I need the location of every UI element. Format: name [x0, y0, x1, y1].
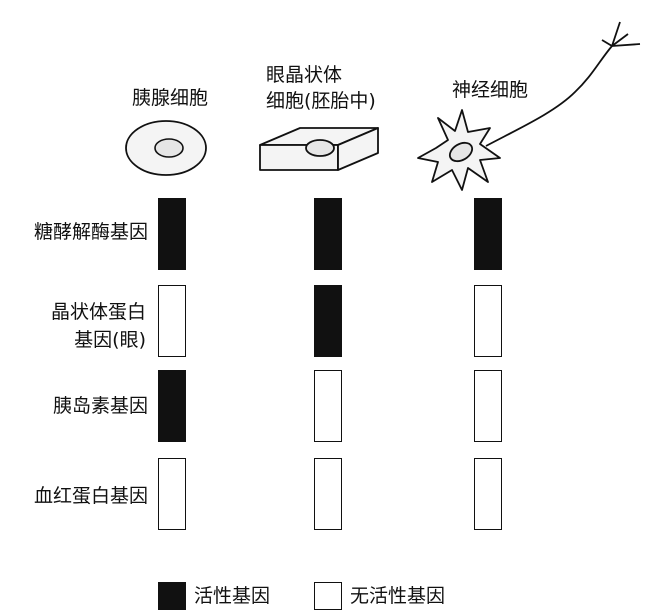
gene-box-lens-row3	[314, 370, 342, 442]
legend-inactive-swatch	[314, 582, 342, 610]
neuron-icon	[417, 21, 641, 191]
gene-box-lens-row4	[314, 458, 342, 530]
gene-box-neuron-row2	[474, 285, 502, 357]
legend-active-swatch	[158, 582, 186, 610]
pancreas-cell-icon	[125, 120, 207, 176]
gene-box-lens-row2	[314, 285, 342, 357]
cell-label-lens: 眼晶状体 细胞(胚胎中)	[266, 64, 376, 112]
gene-box-neuron-row3	[474, 370, 502, 442]
gene-box-pancreas-row4	[158, 458, 186, 530]
gene-label-insulin: 胰岛素基因	[52, 395, 148, 417]
gene-label-glycolysis: 糖酵解酶基因	[33, 221, 148, 243]
gene-box-pancreas-row2	[158, 285, 186, 357]
gene-label-crystallin: 晶状体蛋白 基因(眼)	[50, 301, 146, 351]
cell-label-pancreas: 胰腺细胞	[131, 87, 208, 109]
gene-box-neuron-row1	[474, 198, 502, 270]
lens-cell-icon	[259, 127, 379, 171]
gene-box-pancreas-row1	[158, 198, 186, 270]
gene-box-pancreas-row3	[158, 370, 186, 442]
gene-box-neuron-row4	[474, 458, 502, 530]
cell-label-neuron: 神经细胞	[451, 79, 528, 101]
legend-active-label: 活性基因	[194, 585, 271, 607]
gene-box-lens-row1	[314, 198, 342, 270]
gene-label-hemoglobin: 血红蛋白基因	[33, 485, 148, 507]
legend-inactive-label: 无活性基因	[350, 585, 446, 607]
